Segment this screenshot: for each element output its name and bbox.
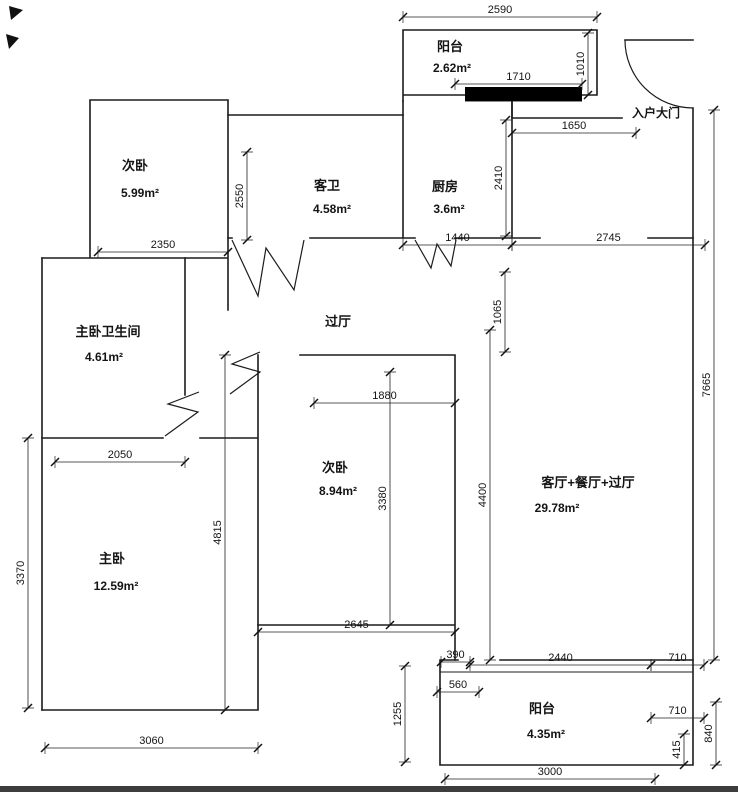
dimension-value: 1010 — [575, 52, 587, 76]
dimension-value: 390 — [446, 649, 464, 661]
dimension-value: 7665 — [701, 373, 713, 397]
dimension-value: 1255 — [392, 702, 404, 726]
dimension: 2050 — [50, 449, 190, 468]
dimension: 390 — [436, 649, 475, 668]
dimension: 3060 — [40, 735, 263, 754]
room-name: 主卧 — [99, 551, 125, 566]
bottom-edge-strip — [0, 786, 738, 792]
dimension: 2590 — [398, 4, 602, 23]
dimension-value: 1440 — [445, 232, 469, 244]
dimension: 2440 — [465, 652, 656, 671]
dimension-value: 1880 — [372, 390, 396, 402]
dimension-value: 840 — [703, 724, 715, 742]
wall-entry — [511, 39, 694, 119]
room-name: 次卧 — [322, 460, 348, 475]
dimension: 2745 — [507, 232, 710, 251]
dimension-value: 710 — [668, 705, 686, 717]
dimension-value: 1650 — [562, 120, 586, 132]
dimension-lines: 2590 1710 1010 1650 2410 1440 2745 2350 2550 1065… — [15, 4, 722, 785]
dimension-value: 3380 — [377, 486, 389, 510]
walls — [41, 29, 694, 766]
wall-master-bedroom — [41, 354, 259, 711]
dimension-value: 1065 — [492, 300, 504, 324]
dimension: 2410 — [493, 115, 512, 241]
entrance-label: 入户大门 — [632, 105, 680, 120]
dimension-value: 3060 — [139, 735, 163, 747]
room-name: 客厅+餐厅+过厅 — [541, 475, 634, 490]
dimension-value: 2745 — [596, 232, 620, 244]
dimension-value: 2050 — [108, 449, 132, 461]
room-area: 8.94m² — [319, 484, 357, 498]
door-guest-bath — [231, 239, 305, 299]
room-name: 厨房 — [432, 179, 458, 194]
room-name: 阳台 — [437, 39, 463, 54]
room-labels: 阳台 2.62m² 厨房 3.6m² 客卫 4.58m² 次卧 5.99m² 主卧卫生间 4.61… — [75, 39, 634, 741]
room-area: 4.35m² — [527, 727, 565, 741]
dimension: 4400 — [477, 325, 496, 665]
dimension: 7665 — [701, 105, 720, 665]
dimension: 840 — [703, 697, 722, 770]
dimension: 3000 — [440, 766, 660, 785]
dimension-value: 2350 — [151, 239, 175, 251]
room-name: 客卫 — [314, 178, 340, 193]
dimension-value: 710 — [668, 652, 686, 664]
dimension-value: 3000 — [538, 766, 562, 778]
dimension: 1255 — [392, 661, 411, 767]
wall-master-bath — [41, 257, 186, 711]
dimension: 1440 — [398, 232, 517, 251]
dimension-value: 3370 — [15, 561, 27, 585]
dimension-value: 2550 — [234, 184, 246, 208]
door-master-bath — [164, 391, 200, 437]
dimension: 1650 — [507, 120, 641, 139]
room-name: 次卧 — [122, 158, 148, 173]
dimension: 710 — [646, 705, 709, 724]
dimension: 4815 — [212, 350, 231, 715]
dimension: 2350 — [93, 239, 233, 258]
room-area: 3.6m² — [433, 202, 464, 216]
room-area: 5.99m² — [121, 186, 159, 200]
wall-balcony-top — [402, 29, 598, 102]
dimension-value: 2645 — [344, 619, 368, 631]
room-area: 2.62m² — [433, 61, 471, 75]
dimension: 1010 — [575, 28, 594, 100]
dimension: 415 — [671, 729, 690, 770]
dimension: 1880 — [309, 390, 460, 409]
room-name: 过厅 — [325, 314, 351, 329]
wall-kitchen — [402, 100, 513, 239]
dimension-value: 560 — [449, 679, 467, 691]
dimension: 3380 — [377, 367, 396, 630]
dimension: 3370 — [15, 433, 34, 713]
wall-guest-bath — [227, 114, 404, 239]
room-name: 主卧卫生间 — [75, 324, 140, 339]
dimension: 560 — [432, 679, 484, 698]
inner-lines — [440, 100, 693, 673]
dimension-value: 4400 — [477, 483, 489, 507]
room-area: 29.78m² — [535, 501, 580, 515]
dimension-value: 2590 — [488, 4, 512, 16]
door-symbols — [164, 39, 694, 437]
wall-bedroom-a — [41, 99, 229, 311]
dimension: 2645 — [253, 619, 460, 638]
dimension-value: 415 — [671, 740, 683, 758]
room-name: 阳台 — [529, 701, 555, 716]
room-area: 4.61m² — [85, 350, 123, 364]
door-kitchen — [414, 239, 457, 270]
dimension-value: 2410 — [493, 166, 505, 190]
door-hall — [229, 351, 262, 395]
dimension-value: 2440 — [548, 652, 572, 664]
wall-bedroom-b — [257, 354, 456, 661]
entrance-door-arc — [624, 39, 694, 109]
dimension: 1065 — [492, 267, 511, 357]
room-area: 4.58m² — [313, 202, 351, 216]
balcony-counter — [465, 87, 582, 101]
dimension-value: 4815 — [212, 520, 224, 544]
wall-lower-balcony — [439, 659, 694, 766]
dimension: 2550 — [234, 147, 253, 245]
room-area: 12.59m² — [94, 579, 139, 593]
dimension: 1710 — [450, 71, 587, 90]
dimension: 710 — [646, 652, 709, 671]
dimension-value: 1710 — [506, 71, 530, 83]
corner-marks — [6, 6, 23, 49]
